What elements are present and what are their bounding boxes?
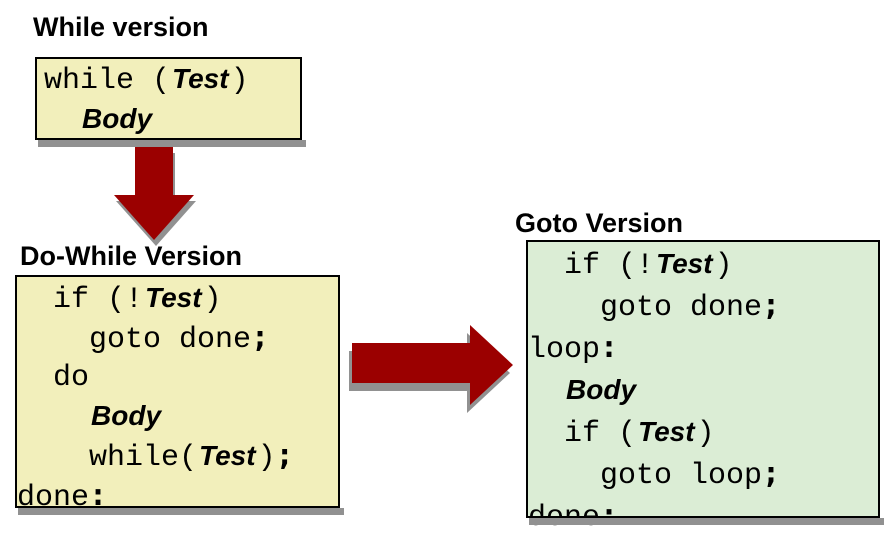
- code-line: done:: [17, 477, 338, 517]
- code-text: goto done: [528, 291, 763, 325]
- code-text: ): [696, 417, 715, 451]
- code-text: while (: [44, 64, 171, 98]
- while-version-heading: While version: [33, 12, 209, 42]
- while-code-box: while (Test) Body: [35, 57, 306, 147]
- right-arrow-icon: [349, 325, 513, 413]
- code-text: [17, 401, 89, 435]
- code-text: ;: [762, 288, 781, 323]
- do-while-code-box: if (!Test) goto done; do Body while(Test…: [15, 275, 344, 515]
- code-line: if (!Test): [528, 244, 878, 286]
- code-line: while (Test): [44, 60, 300, 100]
- code-line: loop:: [528, 328, 878, 370]
- do-while-version-heading: Do-While Version: [20, 241, 243, 271]
- code-variable: Body: [82, 103, 153, 134]
- code-text: done: [528, 501, 601, 535]
- down-arrow-icon: [114, 147, 196, 246]
- code-variable: Test: [145, 282, 202, 313]
- code-variable: Test: [199, 440, 256, 471]
- code-line: done:: [528, 496, 878, 538]
- code-variable: Test: [656, 248, 713, 279]
- code-text: ;: [275, 438, 294, 473]
- code-text: [44, 104, 80, 138]
- code-text: :: [600, 498, 619, 533]
- code-variable: Body: [91, 400, 162, 431]
- code-text: ;: [251, 320, 270, 355]
- code-line: if (Test): [528, 412, 878, 454]
- code-variable: Test: [638, 416, 695, 447]
- code-line: Body: [17, 397, 338, 437]
- code-variable: Test: [172, 63, 229, 94]
- code-text: ): [714, 249, 733, 283]
- code-text: if (: [528, 417, 637, 451]
- code-text: [528, 375, 564, 409]
- code-text: ): [203, 283, 222, 317]
- code-variable: Body: [566, 374, 637, 405]
- code-text: if (!: [528, 249, 655, 283]
- code-text: :: [600, 330, 619, 365]
- code-text: goto done: [17, 323, 252, 357]
- code-line: Body: [528, 370, 878, 412]
- code-line: do: [17, 359, 338, 397]
- code-line: goto done;: [17, 319, 338, 359]
- code-line: while(Test);: [17, 437, 338, 477]
- code-text: done: [17, 481, 90, 515]
- code-text: while(: [17, 441, 198, 475]
- code-line: goto done;: [528, 286, 878, 328]
- code-line: Body: [44, 100, 300, 140]
- code-text: if (!: [17, 283, 144, 317]
- code-line: if (!Test): [17, 279, 338, 319]
- code-text: loop: [528, 333, 601, 367]
- code-text: ): [230, 64, 249, 98]
- goto-code-box: if (!Test) goto done;loop: Body if (Test…: [526, 240, 884, 535]
- code-text: goto loop: [528, 459, 763, 493]
- code-line: goto loop;: [528, 454, 878, 496]
- code-text: ;: [762, 456, 781, 491]
- code-text: ): [257, 441, 276, 475]
- goto-version-heading: Goto Version: [515, 208, 684, 238]
- code-text: do: [17, 361, 90, 395]
- code-text: :: [89, 478, 108, 513]
